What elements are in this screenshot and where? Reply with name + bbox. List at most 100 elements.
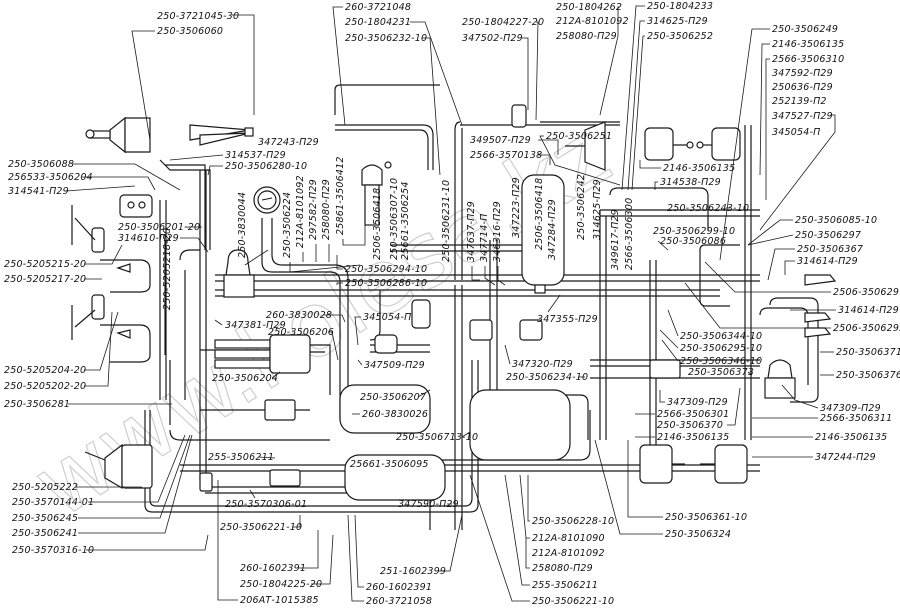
label: 314614-П29 — [838, 305, 899, 316]
label: 250-3506201-20 — [118, 222, 200, 233]
pipe — [159, 200, 167, 400]
label: 2146-3506135 — [815, 432, 887, 443]
brake-chamber-top-center — [565, 121, 606, 171]
label: 250636-П29 — [772, 82, 833, 93]
label: 250-3506307-10 — [389, 178, 400, 260]
air-horn — [189, 124, 254, 146]
label: 2506-3506297 — [833, 287, 900, 298]
label: 2566-3506311 — [820, 413, 892, 424]
distribution-valve-b — [519, 319, 543, 341]
labels-lower-left: 250-5205222 250-3570144-01 250-3506245 2… — [12, 434, 307, 556]
label: 314538-П29 — [660, 177, 721, 188]
label: 250-1804233 — [647, 1, 713, 12]
label: 260-3830026 — [362, 409, 428, 420]
label: 2506-3506293 — [833, 323, 900, 334]
label: 256533-3506204 — [8, 172, 93, 183]
label: 250-3506221-10 — [220, 522, 302, 533]
labels-right: 250-3506243-10 250-3506299-10 250-350608… — [635, 203, 900, 463]
label: 250-3721045-30 — [157, 11, 239, 22]
label: 347309-П29 — [667, 397, 728, 408]
label: 250-1804262 — [556, 2, 622, 13]
label: 250-1804231 — [345, 17, 411, 28]
label: 314541-П29 — [8, 186, 69, 197]
label: 349507-П29 — [470, 135, 531, 146]
label: 258080-П29 — [532, 563, 593, 574]
brake-chamber-top-right-2 — [696, 127, 741, 161]
label: 314614-П29 — [797, 256, 858, 267]
label: 250-3506346-10 — [680, 356, 762, 367]
label: 2566-3506301 — [657, 409, 729, 420]
label: 347381-П29 — [225, 320, 286, 331]
label: 25661-3506254 — [400, 181, 411, 260]
air-receiver-right — [469, 389, 571, 461]
air-receiver-vertical — [521, 174, 565, 294]
check-valve-right — [649, 359, 681, 379]
label: 250-3506251 — [546, 131, 612, 142]
pipe — [440, 410, 591, 461]
label: 250-3506207 — [360, 392, 426, 403]
label: 250-3570316-10 — [12, 545, 94, 556]
solenoid-valve — [511, 104, 527, 128]
label: 346316-П29 — [492, 201, 503, 262]
pipe — [144, 360, 479, 513]
label: 25661-3506095 — [350, 459, 429, 470]
label: 347502-П29 — [462, 33, 523, 44]
label: 347590-П29 — [398, 499, 459, 510]
coupling-head-1 — [804, 274, 837, 286]
label: 260-3830028 — [266, 310, 332, 321]
label: 250-3506371 — [836, 347, 900, 358]
pipe — [215, 274, 760, 282]
label: 250-5205215-20 — [4, 259, 86, 270]
label: 250-3506376 — [836, 370, 900, 381]
label: 250-3506252 — [647, 31, 713, 42]
label: 212А-8101092 — [295, 175, 306, 248]
pipe — [100, 324, 151, 363]
label: 250-5205218-20 — [162, 228, 173, 310]
label: 250-3506221-10 — [532, 596, 614, 607]
label: 260-1602391 — [366, 582, 432, 593]
label: 250-3506245 — [12, 513, 78, 524]
pipe — [454, 285, 463, 530]
brake-chamber-top-right-1 — [644, 127, 694, 161]
label: 297582-П29 — [308, 179, 319, 240]
pressure-gauge — [253, 186, 281, 214]
label: 250-5205202-20 — [4, 381, 86, 392]
brake-chamber-rear-right-2 — [700, 444, 748, 484]
label: 212А-8101092 — [532, 548, 605, 559]
label: 250-1804225-20 — [240, 579, 322, 590]
air-receiver-center — [339, 384, 431, 434]
label: 2506-3506418 — [372, 188, 383, 260]
pipe — [609, 187, 709, 230]
label: 258080-П29 — [556, 31, 617, 42]
distribution-valve-a — [469, 319, 493, 341]
label: 314625-П29 — [592, 179, 603, 240]
pressure-regulator — [223, 249, 255, 298]
label: 250-3506367 — [797, 244, 863, 255]
coupling-head-2 — [804, 312, 832, 323]
label: 347509-П29 — [364, 360, 425, 371]
label: 250-3506088 — [8, 159, 74, 170]
label: 2146-3506135 — [663, 163, 735, 174]
pipe — [159, 159, 211, 250]
pipe — [335, 124, 434, 170]
label: 250-3506060 — [157, 26, 223, 37]
label: 250-3506370 — [657, 420, 723, 431]
brake-valve-upper — [71, 205, 131, 273]
labels-bottom: 25661-3506095 347590-П29 260-1602391 250… — [217, 439, 747, 607]
label: 2506-3506418 — [534, 178, 545, 250]
label: 250-3506234-10 — [506, 372, 588, 383]
label: 250-3506242 — [576, 174, 587, 240]
relay-valve-left — [264, 399, 296, 421]
label: 250-3570144-01 — [12, 497, 94, 508]
label: 250-3506243-10 — [667, 203, 749, 214]
label: 345054-П — [363, 312, 411, 323]
label: 250-5205217-20 — [4, 274, 86, 285]
label: 250-3506204 — [212, 373, 278, 384]
label: 250-3506344-10 — [680, 331, 762, 342]
air-receiver-bottom — [344, 454, 446, 501]
label: 250-3506286-10 — [345, 278, 427, 289]
pipe — [600, 209, 760, 217]
label: 345054-П — [772, 127, 820, 138]
label: 347355-П29 — [537, 314, 598, 325]
label: 250-1804227-20 — [462, 17, 544, 28]
